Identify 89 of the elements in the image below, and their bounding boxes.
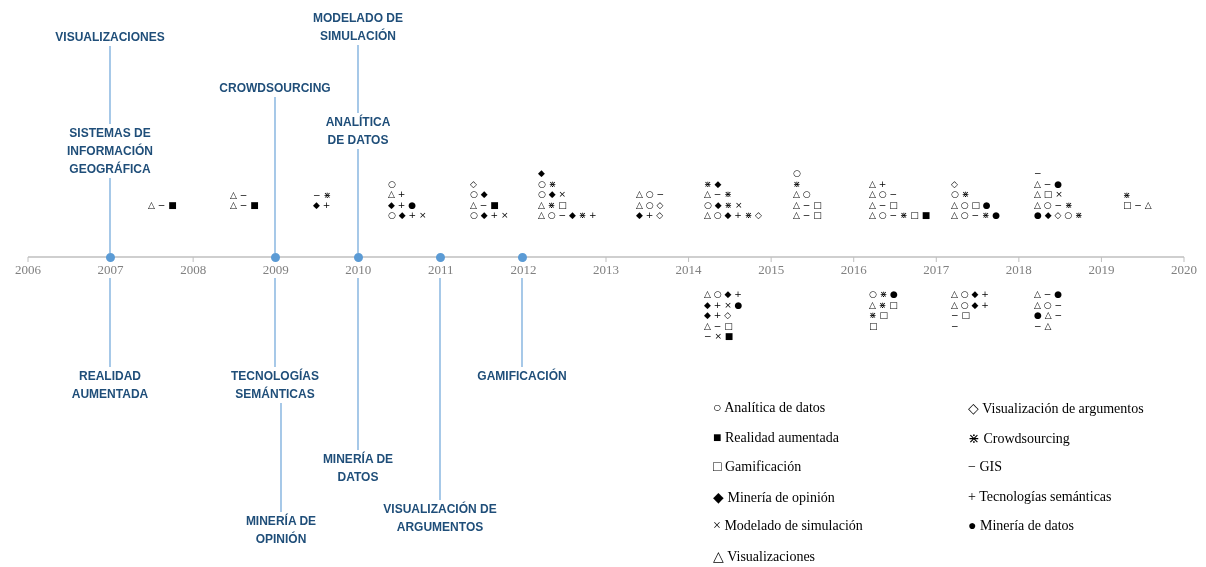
symbol-row: △ − <box>230 189 248 200</box>
symbol-row: ○ ◆ + × <box>470 210 509 220</box>
legend-entry: + Tecnologías semánticas <box>968 488 1112 505</box>
symbol-row: ⋇ <box>1123 189 1131 200</box>
symbol-row: △ − □ <box>793 199 822 210</box>
symbol-row: △ ○ ◆ + <box>951 299 989 310</box>
symbol-row: △ ○ ◆ + <box>951 289 989 299</box>
symbol-row: △ ○ − ⋇ ● <box>951 210 1001 220</box>
symbol-row: △ ○ ◆ + <box>704 289 742 299</box>
symbol-row: □ − △ <box>1123 200 1152 210</box>
symbol-row: △ − □ <box>704 320 733 331</box>
timeline-dot <box>517 253 527 262</box>
symbol-row: △ ○ − ⋇ □ ■ <box>869 210 931 220</box>
symbol-row: △ + <box>869 178 887 189</box>
symbol-row: △ □ × <box>1034 189 1063 199</box>
symbol-row: △ ○ − ⋇ <box>1034 199 1073 210</box>
symbol-row: △ ⋇ □ <box>538 199 567 210</box>
symbol-row: △ + <box>388 189 406 199</box>
symbol-row: ◇ <box>470 178 477 189</box>
leader-line <box>357 44 359 114</box>
year-label: 2007 <box>95 262 126 278</box>
legend-entry: ○ Analítica de datos <box>713 400 826 416</box>
symbol-row: △ − □ <box>869 199 898 210</box>
symbol-row: △ ○ − <box>869 189 898 199</box>
legend-entry: ◇ Visualización de argumentos <box>968 400 1144 417</box>
symbol-row: △ ○ ◇ <box>636 199 664 210</box>
symbol-row: △ ○ − <box>636 189 665 199</box>
symbol-row: △ ⋇ □ <box>869 299 898 310</box>
leader-line <box>280 402 282 513</box>
symbol-row: ◆ + ◇ <box>704 310 732 320</box>
leader-line <box>109 45 111 125</box>
symbol-row: − <box>951 320 959 331</box>
legend-entry: ⋇ Crowdsourcing <box>968 429 1070 447</box>
symbol-row: ○ ◆ + × <box>388 210 427 220</box>
symbol-row: △ − ● <box>1034 289 1063 299</box>
legend-entry: × Modelado de simulación <box>713 518 863 535</box>
year-label: 2012 <box>508 262 539 278</box>
symbol-row: ○ ◆ <box>470 189 488 199</box>
symbol-row: ◇ <box>951 178 958 189</box>
symbol-row: ⋇ <box>793 178 801 189</box>
symbol-row: ⋇ □ <box>869 310 888 320</box>
symbol-row: ◆ + ● <box>388 199 417 210</box>
leader-line <box>357 148 359 254</box>
symbol-row: △ − ■ <box>148 200 177 210</box>
symbol-row: − □ <box>951 310 970 320</box>
symbol-row: △ − ■ <box>470 199 499 210</box>
symbol-row: △ ○ □ ● <box>951 199 991 210</box>
timeline-dot <box>353 253 363 262</box>
symbol-row: − ⋇ <box>313 189 331 200</box>
symbol-row: △ ○ <box>793 189 811 199</box>
year-label: 2011 <box>425 262 456 278</box>
symbol-row: △ − □ <box>793 210 822 220</box>
symbol-row: ○ <box>388 178 396 189</box>
symbol-row: ◆ <box>538 168 545 178</box>
symbol-row: ● ◆ ◇ ○ ⋇ <box>1034 210 1083 220</box>
symbol-row: − × ■ <box>704 331 734 341</box>
legend-entry: ■ Realidad aumentada <box>713 429 839 446</box>
leader-line <box>109 177 111 254</box>
symbol-row: ○ <box>793 168 801 178</box>
symbol-row: ○ ◆ × <box>538 189 567 199</box>
symbol-row: △ − ● <box>1034 178 1063 189</box>
timeline-dot <box>435 253 445 262</box>
symbol-row: ◆ + <box>313 200 331 210</box>
symbol-row: ● △ − <box>1034 310 1063 320</box>
symbol-row: − △ <box>1034 320 1052 331</box>
legend-entry: ● Minería de datos <box>968 518 1075 535</box>
symbol-row: △ ○ − ◆ ⋇ + <box>538 210 597 220</box>
symbol-row: ○ ◆ ⋇ × <box>704 199 743 210</box>
legend-entry: − GIS <box>968 459 1002 476</box>
symbol-row: ◆ + ◇ <box>636 210 664 220</box>
symbol-row: △ ○ ◆ + ⋇ ◇ <box>704 210 762 220</box>
timeline-dot <box>270 253 280 262</box>
symbol-row: − <box>1034 168 1042 178</box>
symbol-row: □ <box>869 320 878 331</box>
symbol-row: ○ ⋇ <box>951 189 970 199</box>
timeline-dot <box>105 253 115 262</box>
symbol-row: △ − ■ <box>230 200 259 210</box>
legend-entry: □ Gamificación <box>713 459 802 476</box>
legend-entry: ◆ Minería de opinión <box>713 488 835 506</box>
symbol-row: ○ ⋇ <box>538 178 557 189</box>
symbol-row: ○ ⋇ ● <box>869 289 898 299</box>
symbol-row: △ ○ − <box>1034 299 1063 310</box>
year-label: 2009 <box>260 262 291 278</box>
year-label: 2010 <box>343 262 374 278</box>
symbol-row: ◆ + × ● <box>704 299 743 310</box>
leader-line <box>274 96 276 254</box>
symbol-row: △ − ⋇ <box>704 189 732 199</box>
symbol-row: ⋇ ◆ <box>704 178 722 189</box>
legend-entry: △ Visualizaciones <box>713 548 816 565</box>
